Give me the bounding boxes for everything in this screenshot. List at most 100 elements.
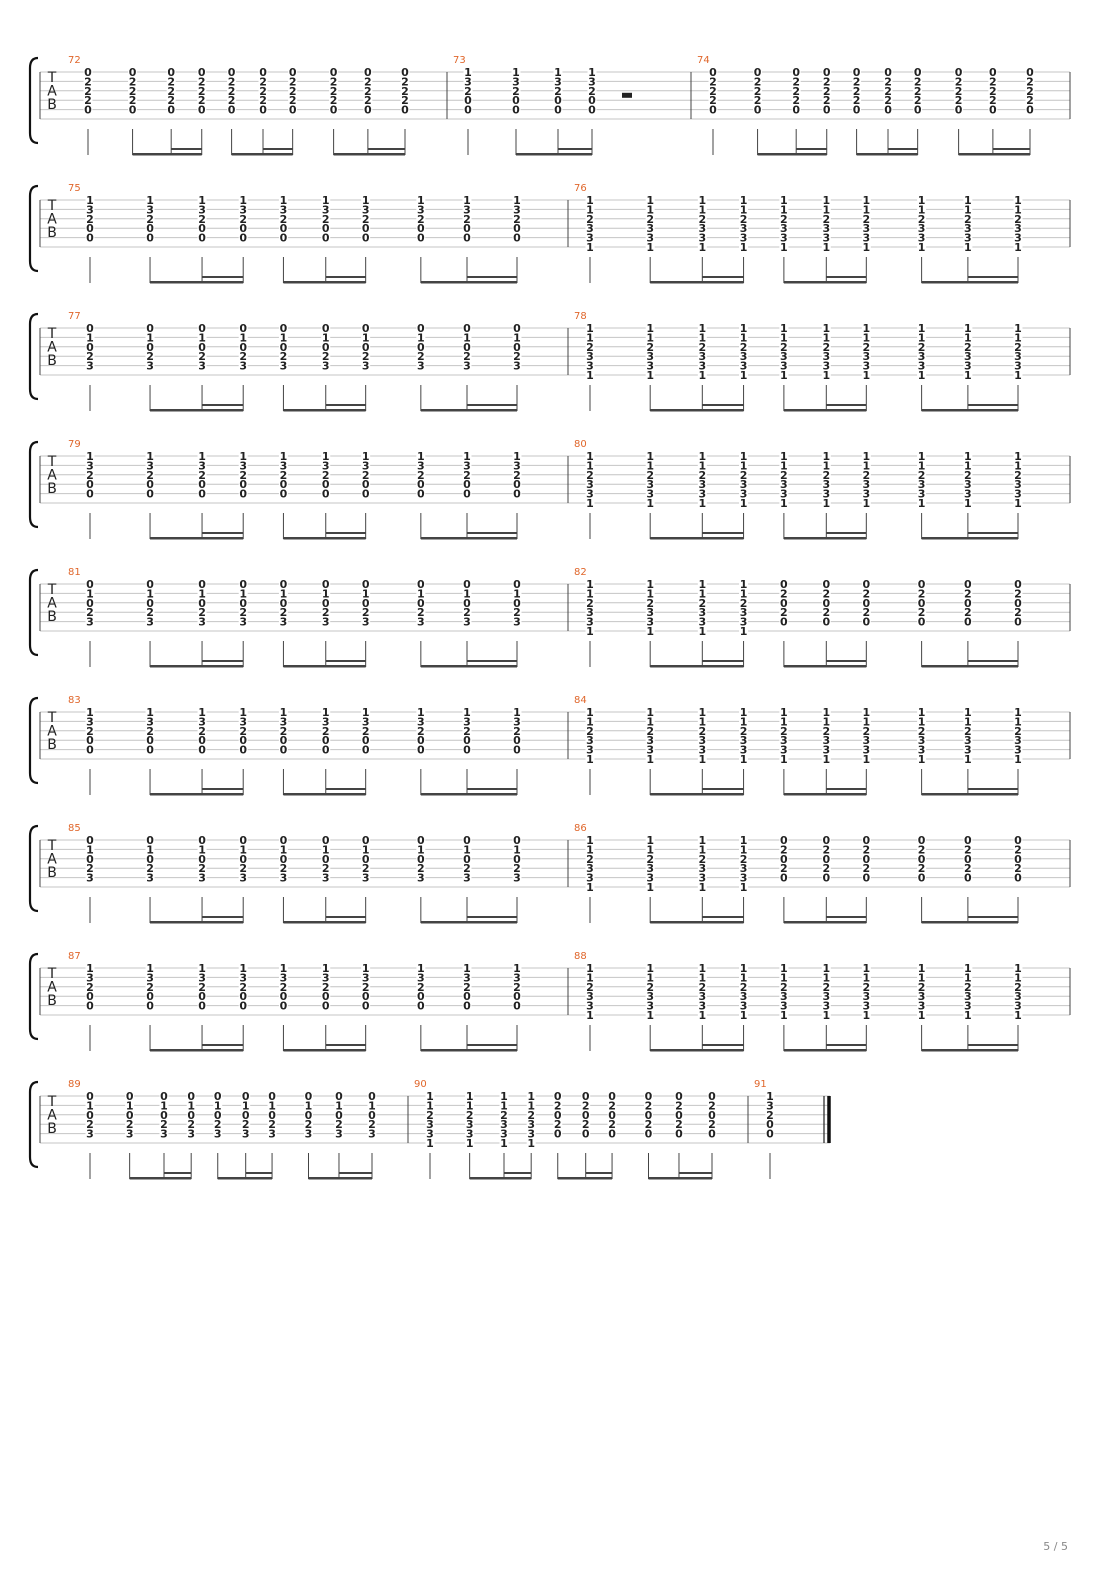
fret-number: 2 [792,75,800,88]
fret-backdrop [917,744,927,755]
fret-number: 2 [698,341,706,354]
fret-backdrop [917,754,927,764]
fret-number: 1 [527,1090,535,1103]
fret-number: 3 [740,1000,748,1013]
fret-backdrop [83,76,93,87]
fret-number: 2 [463,350,471,363]
fret-backdrop [238,963,248,973]
fret-backdrop [779,488,789,499]
fret-backdrop [963,616,973,627]
fret-number: 0 [167,66,175,79]
fret-number: 1 [586,962,594,975]
fret-backdrop [361,223,371,234]
fret-backdrop [321,863,331,874]
fret-number: 3 [862,734,870,747]
fret-number: 0 [780,616,788,629]
fret-backdrop [643,1119,653,1130]
fret-backdrop [821,972,831,983]
fret-backdrop [258,67,268,77]
fret-number: 1 [513,450,521,463]
fret-number: 2 [754,75,762,88]
fret-number: 1 [740,1009,748,1022]
fret-backdrop [145,351,155,362]
fret-number: 0 [198,488,206,501]
fret-number: 2 [280,350,288,363]
fret-number: 1 [822,450,830,463]
fret-number: 2 [646,853,654,866]
secondary-beam [325,1044,366,1046]
fret-number: 0 [964,834,972,847]
beam [283,921,366,924]
fret-number: 3 [362,715,370,728]
fret-number: 0 [362,222,370,235]
beam [420,1049,517,1052]
fret-backdrop [779,972,789,983]
fret-number: 0 [709,104,717,117]
fret-backdrop [739,232,749,243]
fret-number: 2 [228,94,236,107]
fret-number: 0 [766,1118,774,1131]
fret-backdrop [645,1010,655,1020]
fret-backdrop [917,597,927,608]
fret-backdrop [197,488,207,499]
fret-number: 3 [822,360,830,373]
fret-backdrop [462,863,472,874]
fret-number: 3 [862,350,870,363]
fret-backdrop [821,835,831,845]
beam [516,153,592,156]
fret-backdrop [361,1000,371,1011]
fret-backdrop [416,735,426,746]
fret-number: 1 [214,1099,222,1112]
secondary-beam [325,404,366,406]
measure-number: 87 [68,951,81,962]
fret-number: 1 [862,203,870,216]
fret-backdrop [462,963,472,973]
fret-number: 1 [862,331,870,344]
fret-backdrop [197,735,207,746]
fret-number: 1 [198,194,206,207]
fret-backdrop [241,1091,251,1101]
fret-backdrop [85,323,95,333]
fret-backdrop [1013,725,1023,736]
fret-number: 2 [709,85,717,98]
fret-backdrop [321,488,331,499]
fret-number: 2 [239,862,247,875]
fret-number: 3 [268,1128,276,1141]
secondary-beam [702,916,744,918]
fret-number: 1 [513,194,521,207]
fret-backdrop [821,360,831,371]
fret-backdrop [739,323,749,333]
fret-number: 3 [780,488,788,501]
fret-number: 3 [322,360,330,373]
fret-backdrop [321,725,331,736]
fret-backdrop [913,95,923,106]
fret-number: 1 [1014,331,1022,344]
measure: 8713200132001320013200132001320013200132… [68,951,522,1052]
fret-backdrop [697,725,707,736]
fret-number: 3 [242,1128,250,1141]
fret-number: 2 [322,469,330,482]
fret-backdrop [1013,991,1023,1002]
fret-backdrop [361,588,371,599]
fret-backdrop [963,341,973,352]
page-number: 5 / 5 [1043,1540,1068,1553]
fret-backdrop [963,991,973,1002]
fret-backdrop [861,616,871,627]
fret-backdrop [278,991,288,1002]
fret-number: 3 [766,1099,774,1112]
fret-backdrop [321,735,331,746]
fret-backdrop [963,972,973,983]
fret-number: 0 [198,834,206,847]
fret-number: 0 [198,1000,206,1013]
fret-number: 3 [918,734,926,747]
fret-backdrop [463,67,473,77]
fret-number: 0 [239,853,247,866]
